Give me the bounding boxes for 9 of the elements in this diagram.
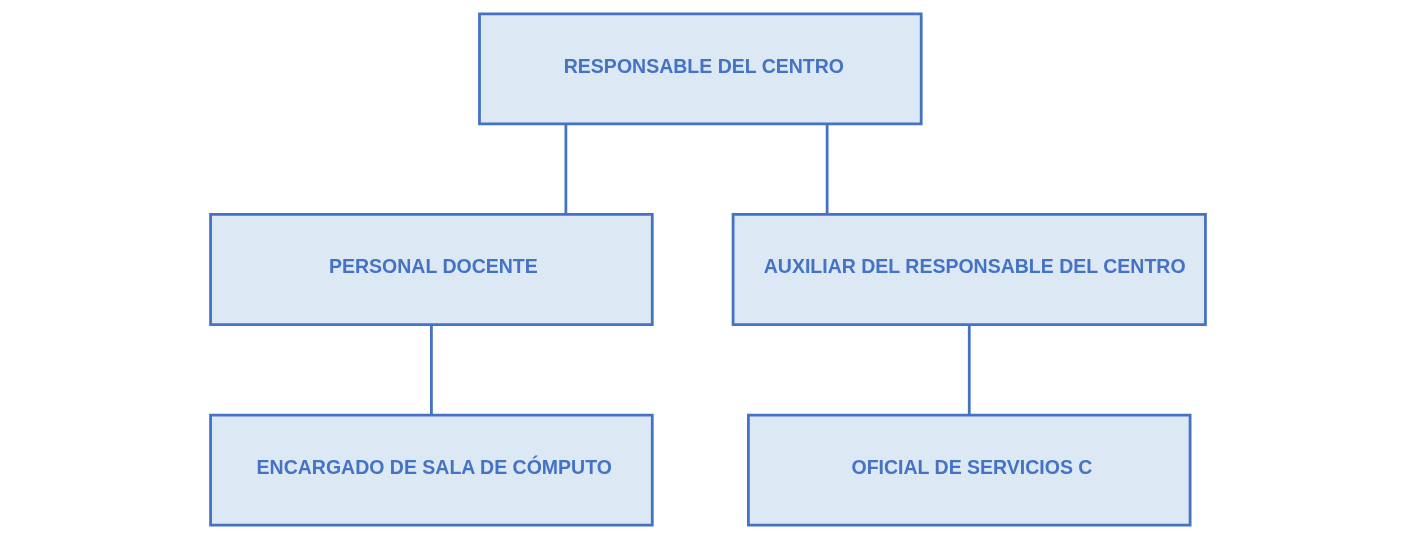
connector [430, 324, 433, 415]
connector [564, 124, 568, 215]
node-box: AUXILIAR DEL RESPONSABLE DEL CENTRO [731, 213, 1207, 326]
connector [967, 324, 971, 415]
connector [825, 124, 829, 215]
node-box: ENCARGADO DE SALA DE CÓMPUTO [209, 413, 654, 527]
node-box: PERSONAL DOCENTE [209, 213, 654, 326]
node-box: RESPONSABLE DEL CENTRO [478, 12, 923, 126]
node-box: OFICIAL DE SERVICIOS C [747, 413, 1192, 527]
